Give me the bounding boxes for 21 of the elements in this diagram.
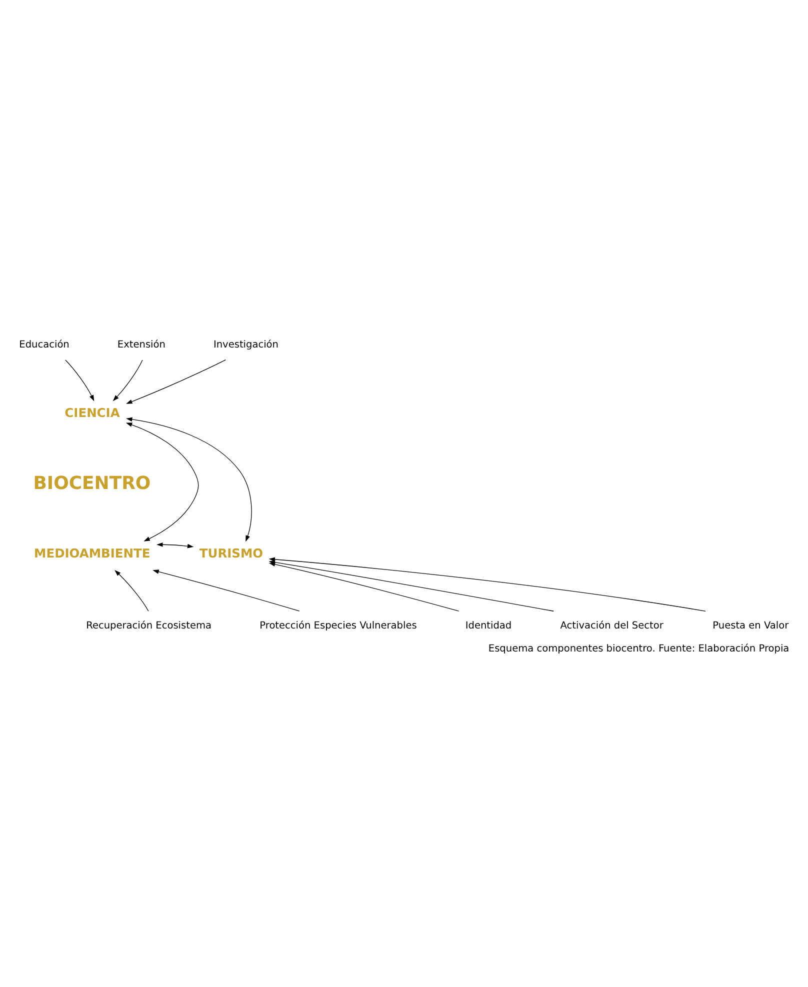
node-text: Educación: [19, 338, 70, 350]
node-text: Puesta en Valor: [712, 620, 789, 631]
node-text: Investigación: [213, 338, 278, 350]
arrow: [152, 569, 300, 611]
node-text: Recuperación Ecosistema: [86, 620, 212, 631]
arrow: [126, 359, 226, 404]
arrow: [65, 359, 94, 401]
node-text: MEDIOAMBIENTE: [34, 546, 150, 560]
node-text: Extensión: [117, 338, 166, 350]
arrow: [156, 542, 194, 548]
arrow: [126, 416, 252, 542]
label: BIOCENTRO: [33, 472, 151, 494]
caption: Esquema componentes biocentro. Fuente: Elaboración Propia: [488, 643, 790, 654]
node-text: Protección Especies Vulnerables: [260, 620, 417, 631]
node-text: TURISMO: [199, 546, 264, 560]
arrow: [126, 422, 199, 541]
node-text: Activación del Sector: [560, 620, 664, 631]
node-text: Identidad: [465, 620, 512, 631]
arrow: [112, 359, 143, 401]
arrow: [114, 570, 149, 611]
node-text: CIENCIA: [64, 406, 120, 420]
